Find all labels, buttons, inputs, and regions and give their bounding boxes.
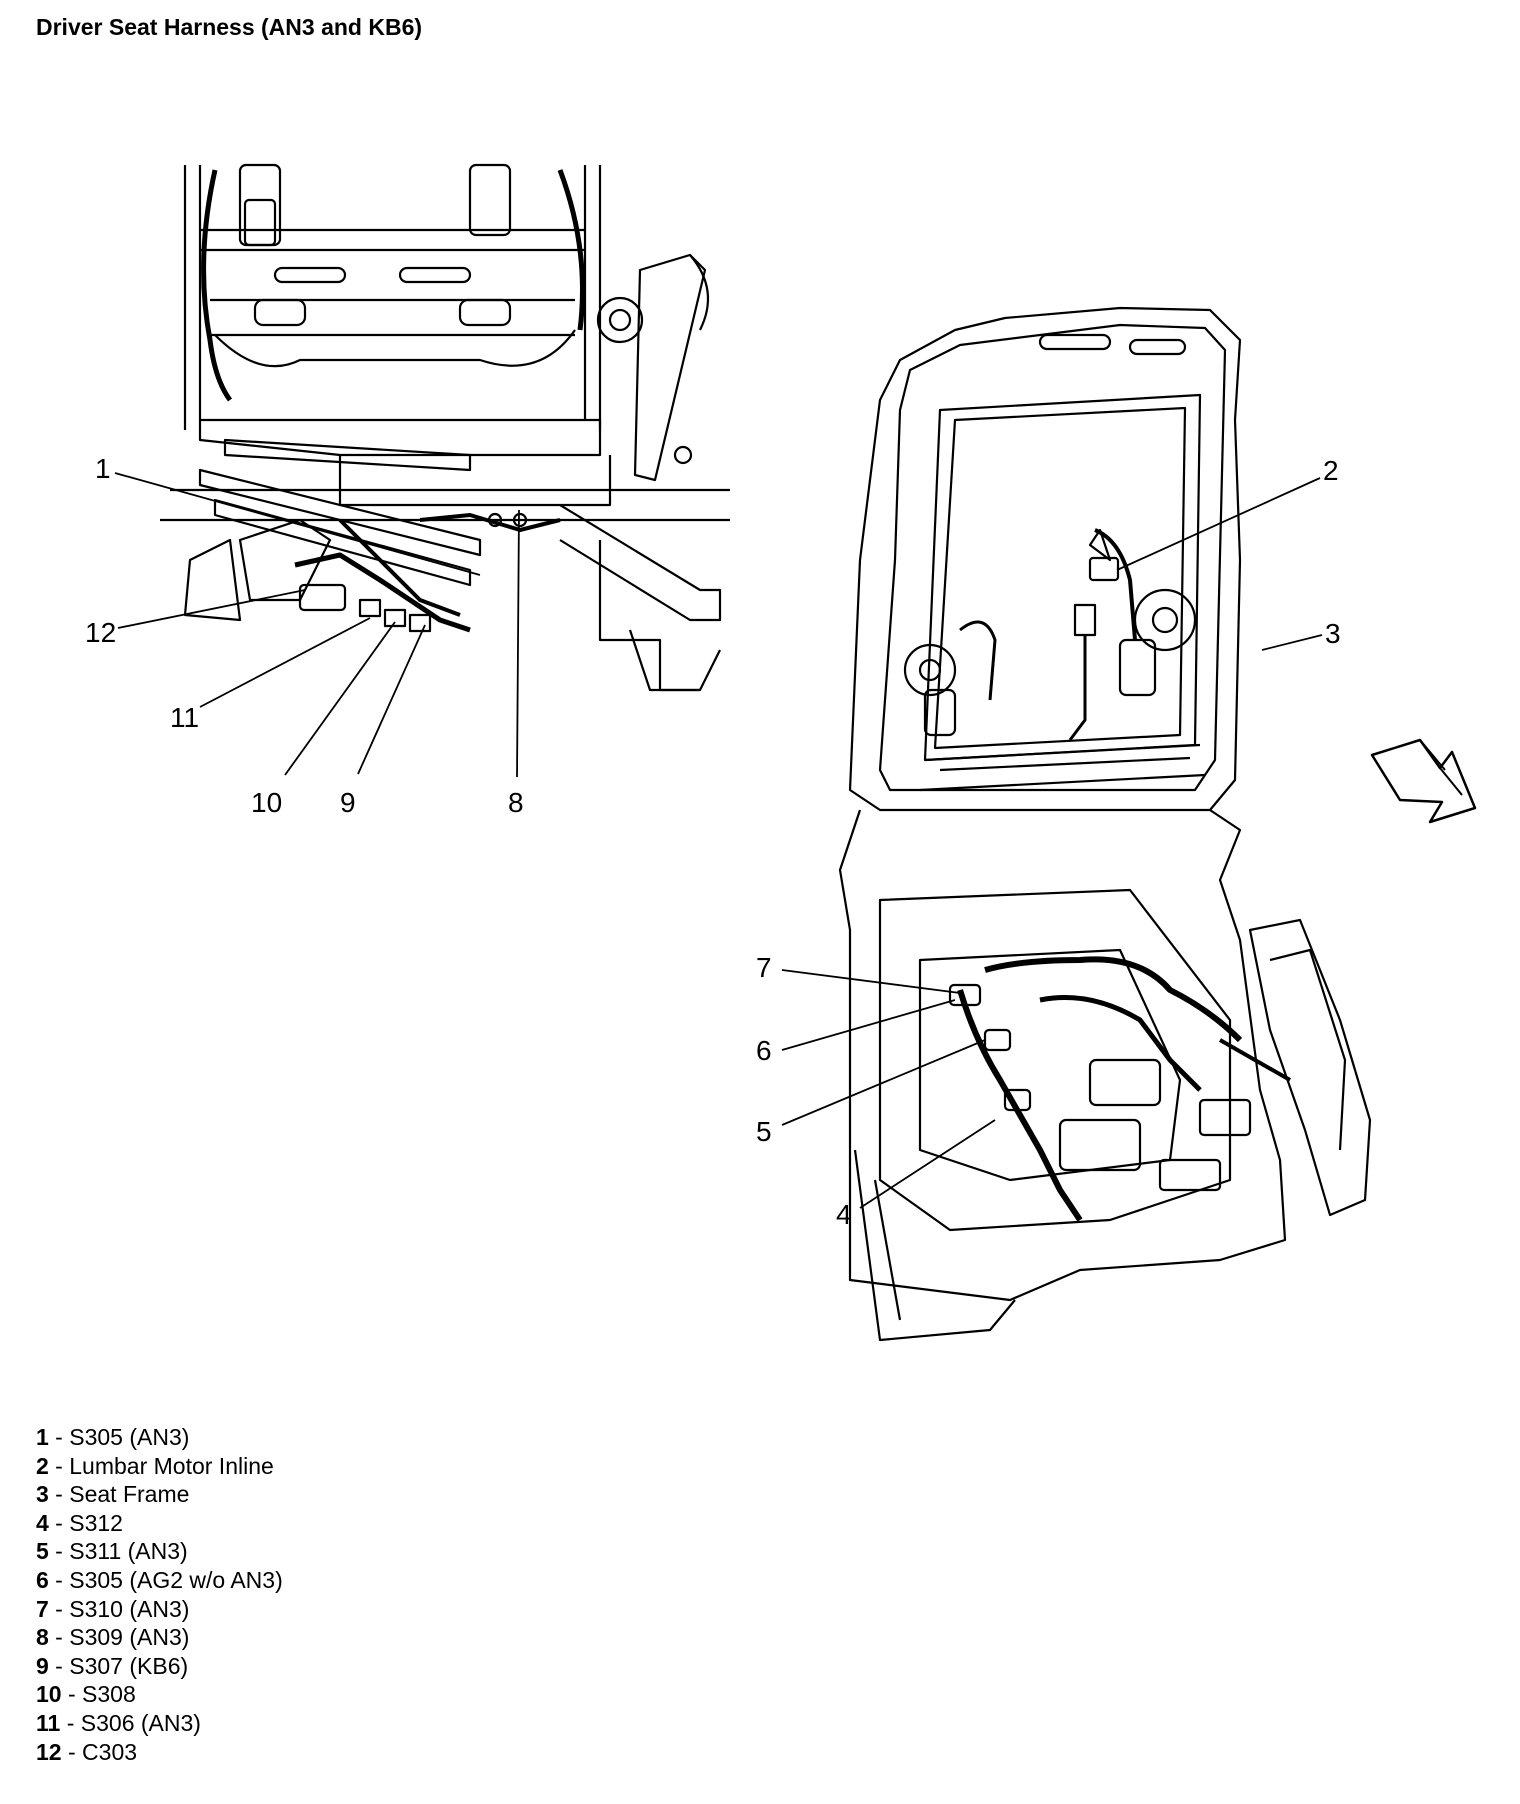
legend-item: 4 - S312 (36, 1509, 123, 1536)
legend-item: 3 - Seat Frame (36, 1481, 190, 1508)
callout-6: 6 (756, 1035, 772, 1066)
legend-item: 12 - C303 (36, 1738, 138, 1765)
legend-item: 11 - S306 (AN3) (36, 1709, 201, 1736)
legend-item: 9 - S307 (KB6) (36, 1652, 189, 1679)
callout-11: 11 (170, 702, 199, 733)
callout-8: 8 (508, 787, 524, 818)
legend-item: 8 - S309 (AN3) (36, 1624, 190, 1651)
left-seat-view (160, 163, 730, 692)
right-seat-frame-view (838, 306, 1372, 1342)
callout-9: 9 (340, 787, 356, 818)
callout-2: 2 (1323, 455, 1339, 486)
legend-item: 5 - S311 (AN3) (36, 1538, 188, 1565)
legend-item: 7 - S310 (AN3) (36, 1595, 190, 1622)
callout-10: 10 (251, 787, 282, 818)
callout-5: 5 (756, 1116, 772, 1147)
callout-3: 3 (1325, 618, 1341, 649)
callout-4: 4 (836, 1199, 852, 1230)
legend-item: 1 - S305 (AN3) (36, 1424, 190, 1450)
legend: 1 - S305 (AN3) 2 - Lumbar Motor Inline 3… (36, 1423, 283, 1766)
seat-harness-illustration: 1 2 3 4 5 6 7 8 9 10 11 12 (85, 163, 1477, 1342)
legend-item: 10 - S308 (36, 1681, 136, 1708)
callout-7: 7 (756, 952, 772, 983)
callout-1: 1 (95, 453, 111, 484)
forward-arrow-icon (1370, 738, 1477, 824)
legend-item: 6 - S305 (AG2 w/o AN3) (36, 1566, 283, 1593)
leader-lines (114, 472, 1323, 1209)
callout-labels: 1 2 3 4 5 6 7 8 9 10 11 12 (85, 453, 1341, 1230)
callout-12: 12 (85, 617, 116, 648)
diagram-title: Driver Seat Harness (AN3 and KB6) (36, 14, 423, 40)
legend-item: 2 - Lumbar Motor Inline (36, 1452, 274, 1479)
